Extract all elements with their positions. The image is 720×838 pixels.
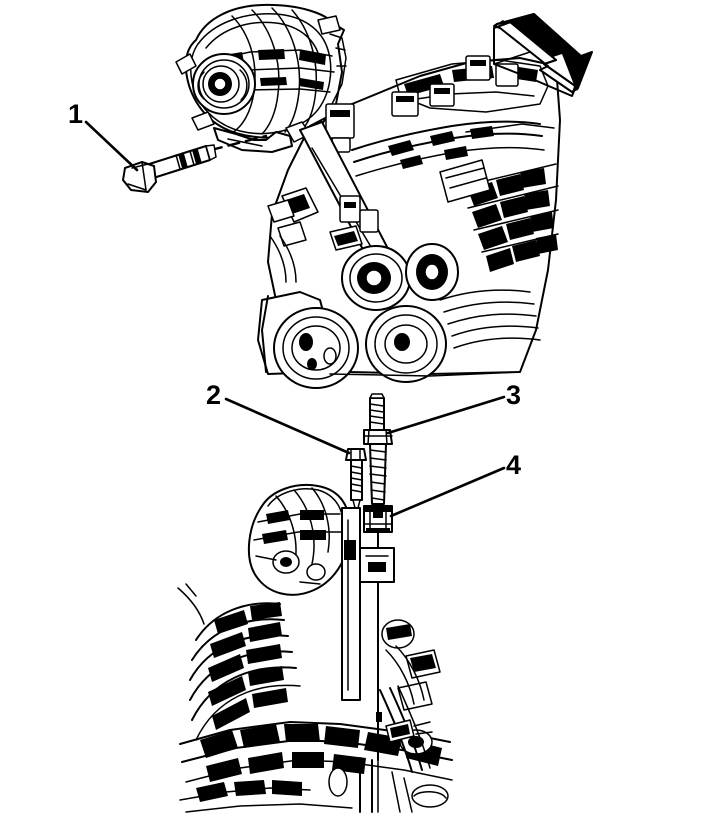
leader-line-2 <box>224 397 351 455</box>
hidden-bolt-axis <box>209 134 268 152</box>
engine-lower-block-and-harness <box>177 484 453 813</box>
leader-line-1 <box>84 120 139 172</box>
callout-label-4: 4 <box>506 450 522 480</box>
callout-label-3: 3 <box>506 380 522 410</box>
leader-line-3 <box>386 395 506 435</box>
threaded-stud-with-hex-collar <box>363 393 393 761</box>
long-hex-head-bolt <box>122 144 217 193</box>
engine-front-accessory-drive <box>257 55 561 389</box>
callout-label-1: 1 <box>68 99 84 129</box>
callout-label-2: 2 <box>206 380 222 410</box>
retainer-clip <box>363 505 393 533</box>
leader-line-4 <box>389 466 506 518</box>
generator-assembly <box>175 3 347 153</box>
direction-arrow-3d-block <box>493 13 593 97</box>
